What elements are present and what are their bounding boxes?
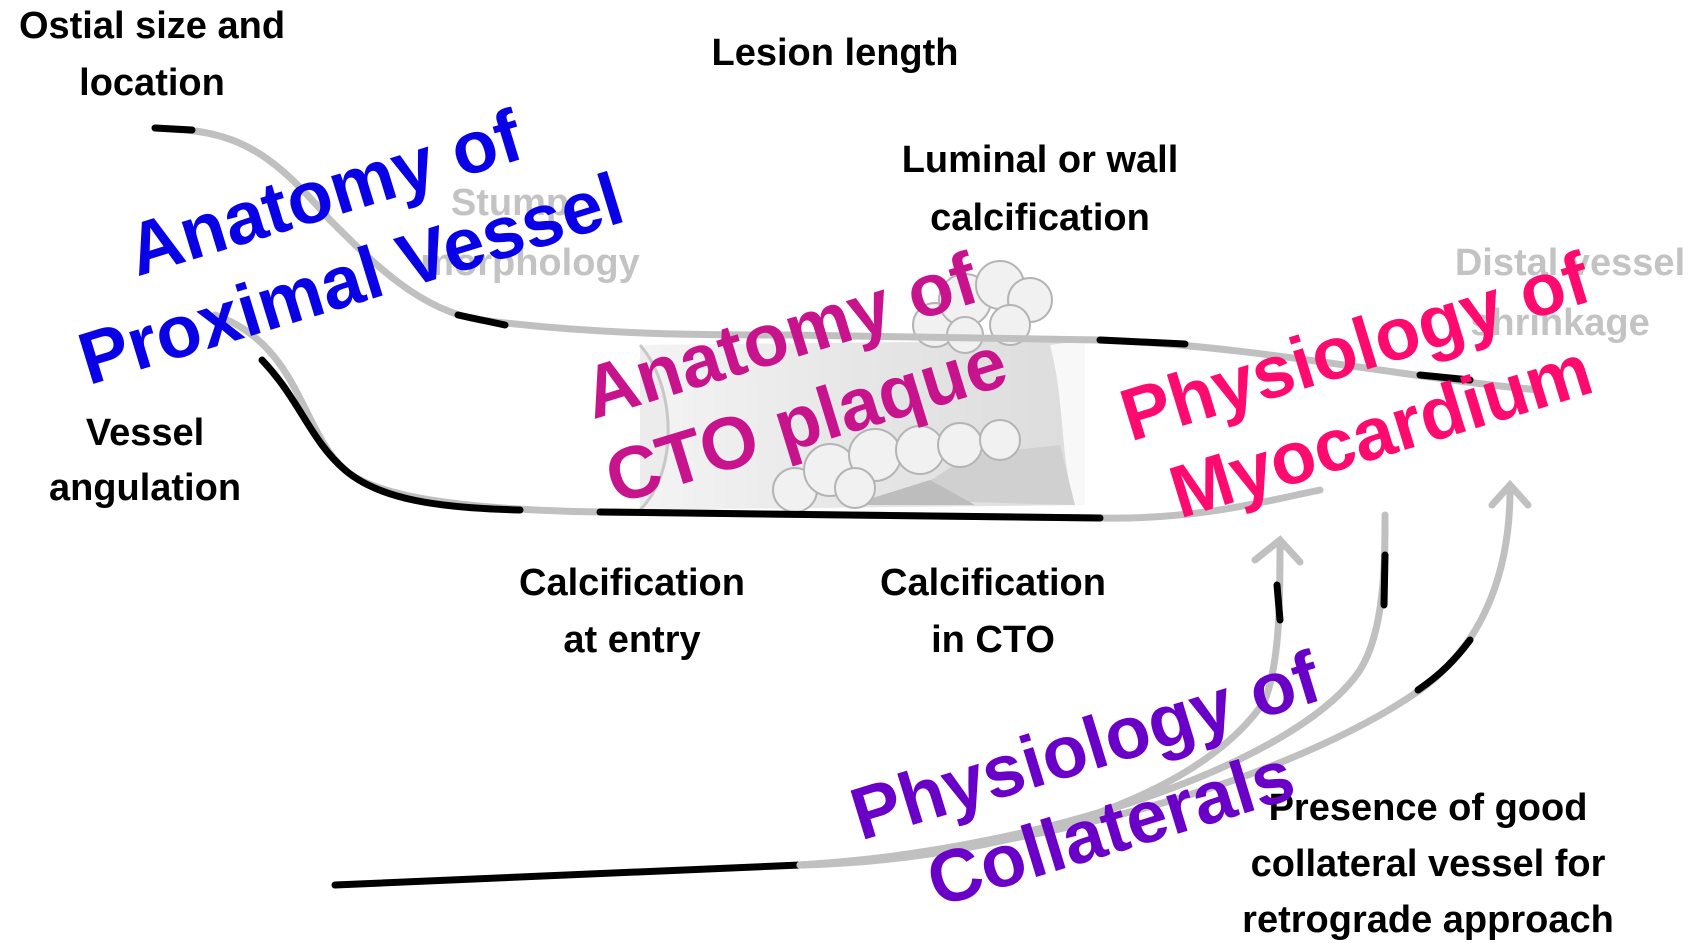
- calc-cto-label-line2: in CTO: [931, 619, 1055, 661]
- vessel-angulation-label-line1: Vessel: [86, 412, 204, 454]
- ostial-label-line1: Ostial size and: [19, 5, 285, 47]
- luminal-label-line2: calcification: [930, 197, 1150, 239]
- overlay-physiology-collaterals: Physiology of Collaterals: [841, 635, 1355, 939]
- calc-entry-label-line1: Calcification: [519, 562, 745, 604]
- collateral-label-line3: retrograde approach: [1242, 899, 1614, 941]
- calc-entry-label-line2: at entry: [563, 619, 700, 661]
- calc-cto-label-line1: Calcification: [880, 562, 1106, 604]
- overlay-anatomy-proximal: Anatomy of Proximal Vessel: [43, 71, 633, 401]
- vessel-angulation-label-line2: angulation: [49, 467, 241, 509]
- collateral-label-line1: Presence of good: [1269, 787, 1588, 829]
- collateral-label-line2: collateral vessel for: [1251, 843, 1606, 885]
- luminal-label-line1: Luminal or wall: [902, 139, 1179, 181]
- ostial-label-line2: location: [79, 62, 225, 104]
- lesion-length-label: Lesion length: [712, 32, 959, 74]
- overlay-physiology-myocardium: Physiology of Myocardium: [1111, 236, 1625, 541]
